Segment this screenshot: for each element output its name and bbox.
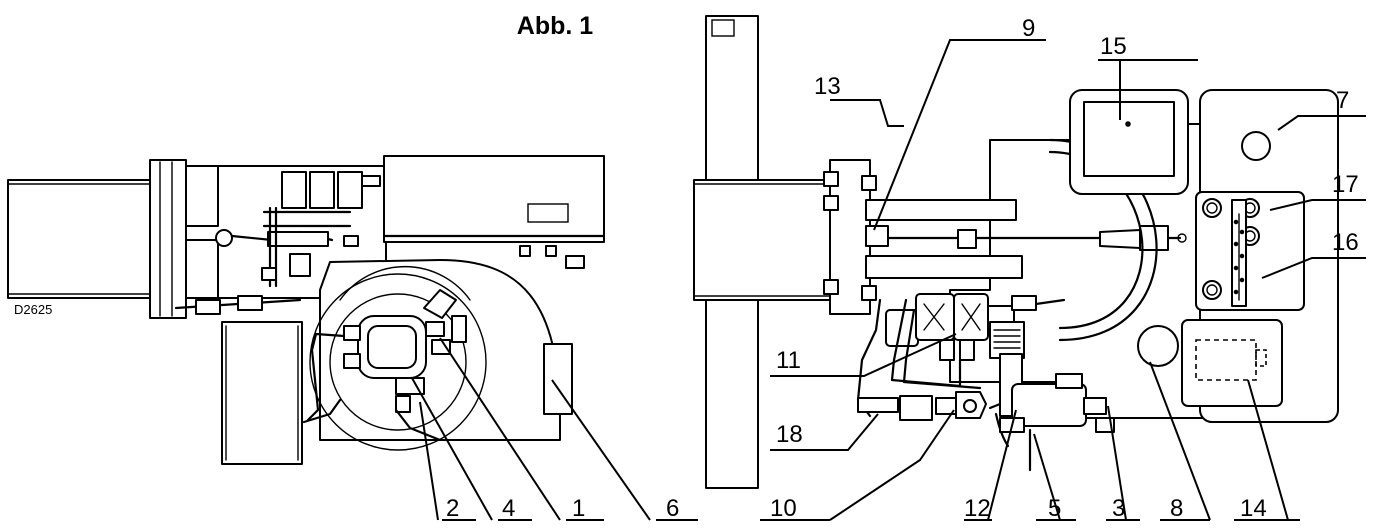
label-11: 11 xyxy=(776,347,801,374)
control-box-15-window xyxy=(1083,101,1175,177)
blast-tube-left xyxy=(7,179,159,299)
indicator-8 xyxy=(1137,325,1179,367)
motor-left xyxy=(221,321,303,465)
label-13: 13 xyxy=(814,73,841,100)
label-12: 12 xyxy=(964,495,991,522)
blast-tube-right xyxy=(693,179,839,301)
control-box-left xyxy=(383,155,605,243)
control-box-14 xyxy=(1181,319,1283,407)
flange-left xyxy=(149,159,187,319)
label-10: 10 xyxy=(770,495,797,522)
fan-housing-side xyxy=(543,343,573,415)
valve-block-a xyxy=(281,171,307,209)
rod-lower xyxy=(865,255,1023,279)
left-burner-view xyxy=(7,155,606,465)
drawing-code: D2625 xyxy=(14,302,53,317)
label-4: 4 xyxy=(502,495,515,522)
label-16: 16 xyxy=(1332,229,1359,256)
label-6: 6 xyxy=(666,495,679,522)
adjustment-screw xyxy=(215,229,233,247)
valve-11 xyxy=(915,293,955,341)
label-3: 3 xyxy=(1112,495,1125,522)
label-1: 1 xyxy=(572,495,585,522)
label-18: 18 xyxy=(776,421,803,448)
valve-block-c xyxy=(337,171,363,209)
label-15: 15 xyxy=(1100,33,1127,60)
label-17: 17 xyxy=(1332,171,1359,198)
callout-labels: 2 4 1 6 13 9 15 7 17 16 11 18 10 12 5 3 xyxy=(442,15,1359,522)
right-burner-view xyxy=(693,15,1339,489)
terminal-panel xyxy=(1195,191,1305,311)
label-14: 14 xyxy=(1240,495,1267,522)
indicator-7 xyxy=(1241,131,1271,161)
label-9: 9 xyxy=(1022,15,1035,42)
label-8: 8 xyxy=(1170,495,1183,522)
label-5: 5 xyxy=(1048,495,1061,522)
valve-block-b xyxy=(309,171,335,209)
solenoid xyxy=(989,321,1025,359)
label-7: 7 xyxy=(1336,87,1349,114)
label-2: 2 xyxy=(446,495,459,522)
figure-title: Abb. 1 xyxy=(516,12,594,40)
rod-upper xyxy=(865,199,1017,221)
